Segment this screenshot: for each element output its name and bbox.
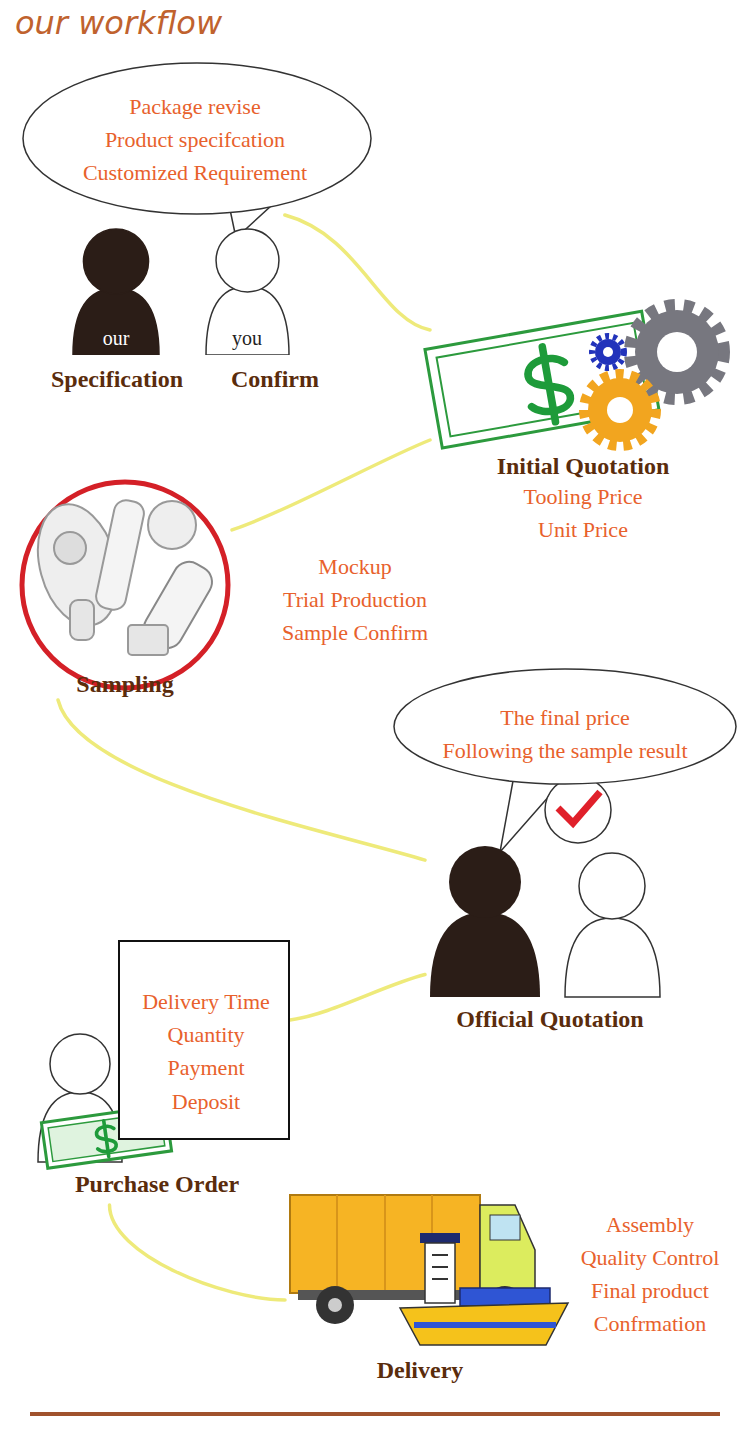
step-note: Final product Confrmation bbox=[565, 1274, 735, 1340]
step-note: Sample Confirm bbox=[255, 620, 455, 646]
bottom-rule bbox=[30, 1412, 720, 1416]
person-figure: our bbox=[72, 228, 160, 355]
node-text: Package revise bbox=[30, 94, 360, 120]
node-text: Sampling bbox=[25, 671, 225, 698]
node-text: Following the sample result bbox=[400, 738, 730, 764]
node-text: Initial Quotation bbox=[438, 453, 728, 480]
flow-line bbox=[290, 975, 425, 1020]
check-bubble bbox=[545, 777, 611, 843]
step-note: Trial Production bbox=[255, 587, 455, 613]
flow-line bbox=[232, 440, 430, 530]
step-group: Initial Quotation bbox=[430, 305, 730, 485]
node-text: Product specifcation bbox=[30, 127, 360, 153]
node-text: Deposit bbox=[124, 1089, 289, 1115]
node-text: Delivery Time bbox=[124, 989, 289, 1015]
person-figure bbox=[565, 853, 660, 997]
node-text: Purchase Order bbox=[32, 1171, 282, 1198]
node-text: Delivery bbox=[280, 1357, 560, 1384]
step-group: Official Quotation bbox=[425, 840, 675, 1035]
step-note: Assembly bbox=[565, 1212, 735, 1238]
ship bbox=[400, 1233, 568, 1345]
node-text: Quantity bbox=[124, 1022, 289, 1048]
person-figure bbox=[430, 846, 540, 997]
order-document: Delivery TimeQuantityPaymentDeposit bbox=[118, 940, 290, 1140]
step-note: Tooling Price bbox=[483, 484, 683, 510]
step-note: Quality Control bbox=[565, 1245, 735, 1271]
node-text: Payment bbox=[124, 1055, 289, 1081]
step-group: Delivery bbox=[285, 1175, 570, 1385]
gear bbox=[584, 374, 656, 446]
node-text: you bbox=[207, 327, 287, 350]
flow-line bbox=[58, 700, 425, 860]
page-title: our workflow bbox=[15, 4, 222, 42]
step-note: Confirm bbox=[205, 366, 345, 393]
step-circle: Sampling bbox=[18, 478, 232, 700]
sample-devices bbox=[22, 482, 228, 688]
speech-bubble: Package reviseProduct specifcationCustom… bbox=[22, 62, 372, 215]
node-text: Official Quotation bbox=[425, 1006, 675, 1033]
node-text: Customized Requirement bbox=[30, 160, 360, 186]
node-text: The final price bbox=[400, 705, 730, 731]
step-group: Purchase Order Delivery TimeQuantityPayme… bbox=[30, 935, 295, 1205]
step-note: Specification bbox=[17, 366, 217, 393]
node-text: our bbox=[76, 327, 156, 350]
flow-line bbox=[110, 1205, 286, 1300]
person-figure: you bbox=[205, 228, 290, 355]
flow-line bbox=[285, 215, 430, 330]
step-note: Unit Price bbox=[483, 517, 683, 543]
money-bill bbox=[425, 311, 659, 448]
speech-bubble: The final priceFollowing the sample resu… bbox=[393, 668, 737, 785]
step-note: Mockup bbox=[255, 554, 455, 580]
gear bbox=[592, 336, 624, 368]
